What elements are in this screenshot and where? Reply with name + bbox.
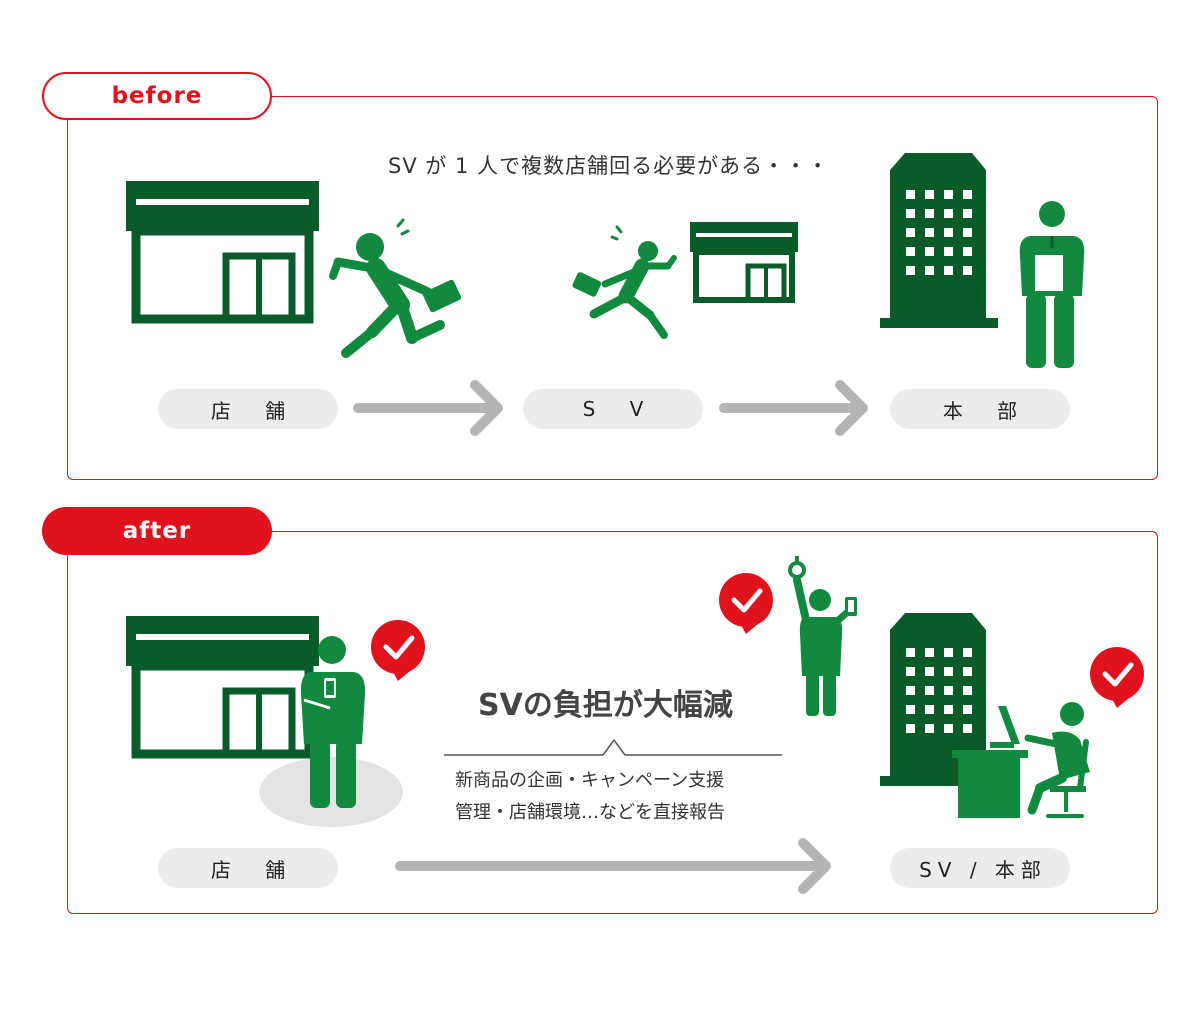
store-icon [126, 181, 319, 324]
after-description-line2: 管理・店舗環境…などを直接報告 [455, 802, 725, 823]
store-icon [690, 222, 798, 303]
after-headline: SVの負担が大幅減 [478, 688, 733, 723]
before-tag: before [42, 72, 272, 120]
after-description-line1: 新商品の企画・キャンペーン支援 [455, 770, 725, 791]
businessman-with-phone-icon [300, 636, 366, 808]
before-label-hq: 本 部 [890, 389, 1070, 429]
before-caption: SV が 1 人で複数店舗回る必要がある・・・ [388, 154, 830, 178]
running-businessman-icon [572, 225, 677, 339]
check-bubble-icon [719, 573, 773, 634]
office-worker-at-desk-icon [952, 702, 1090, 818]
after-label-store: 店 舗 [158, 848, 338, 888]
callout-line [444, 738, 782, 756]
check-bubble-icon [371, 620, 425, 681]
after-label-sv-hq: SV / 本部 [890, 848, 1070, 888]
arrow-right-icon [395, 838, 831, 894]
check-bubble-icon [1090, 647, 1144, 708]
before-label-sv: S V [523, 389, 703, 429]
arrow-right-icon [353, 380, 503, 436]
standing-businessman-icon [1019, 201, 1085, 368]
shadow-ellipse [259, 757, 403, 827]
building-icon [880, 153, 998, 328]
building-icon [880, 613, 998, 786]
after-tag: after [42, 507, 272, 555]
running-businessman-icon [329, 218, 462, 358]
after-panel [67, 531, 1158, 914]
before-panel [67, 96, 1158, 480]
arrow-right-icon [719, 380, 868, 436]
before-label-store: 店 舗 [158, 389, 338, 429]
commuter-with-phone-icon [788, 556, 857, 716]
store-icon [126, 616, 319, 759]
